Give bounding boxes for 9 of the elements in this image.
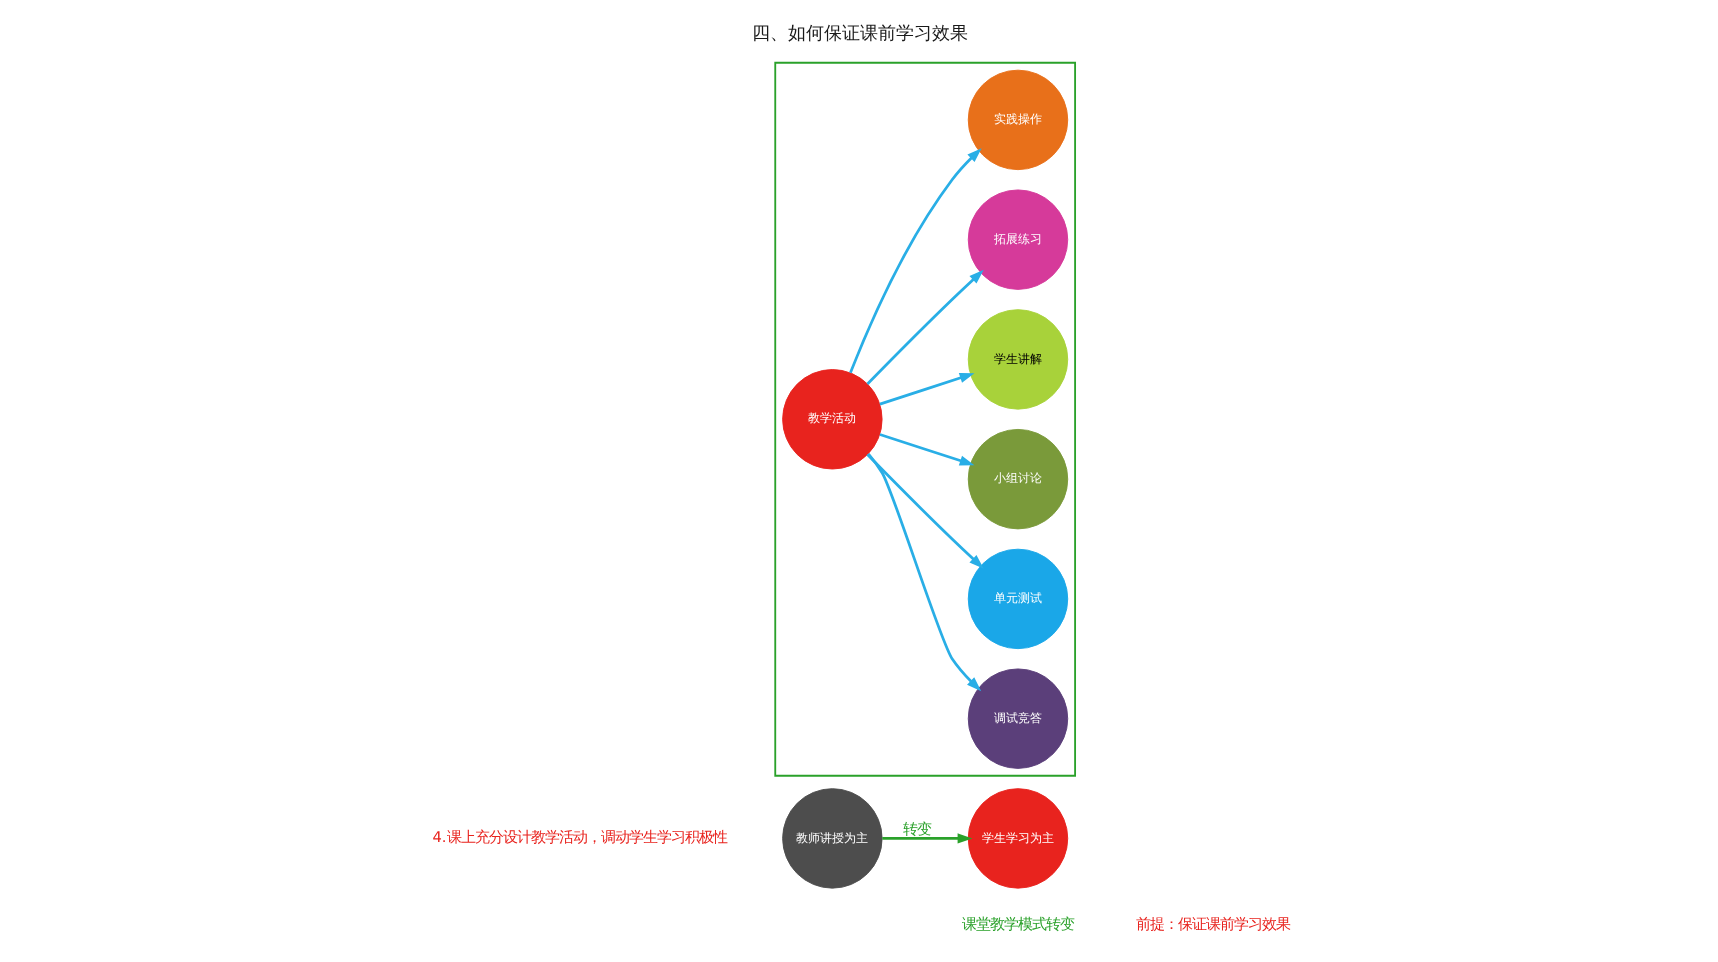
cluster bbox=[773, 61, 1075, 777]
arrow bbox=[866, 453, 981, 692]
arrow bbox=[865, 453, 983, 569]
arrow bbox=[848, 148, 981, 374]
arrow bbox=[878, 433, 974, 466]
arrow bbox=[881, 833, 972, 844]
arrow bbox=[865, 269, 983, 385]
arrow bbox=[878, 372, 974, 406]
diagram-title: 四、如何保证课前学习效果 bbox=[751, 22, 967, 45]
